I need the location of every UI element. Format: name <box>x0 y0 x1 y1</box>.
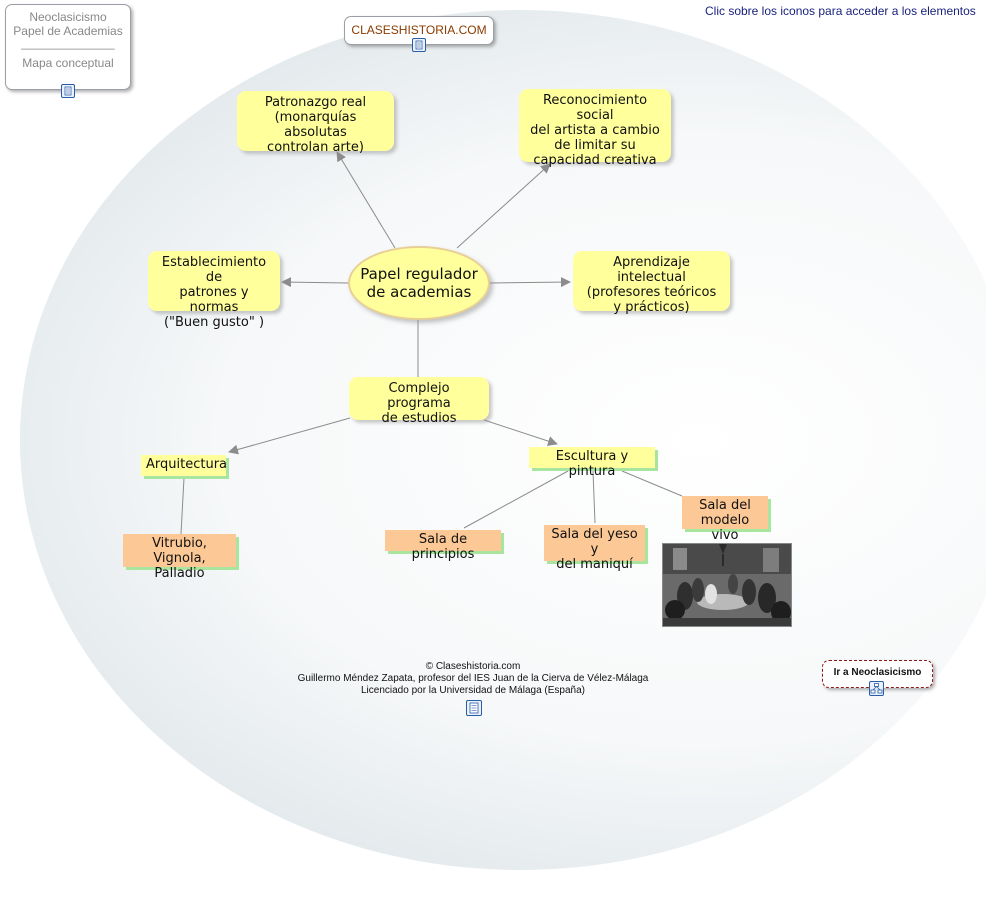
nav-neoclasicismo-label[interactable]: Ir a Neoclasicismo <box>833 667 922 678</box>
academy-engraving-image[interactable] <box>662 543 792 627</box>
concept-patronazgo-line3: controlan arte) <box>267 140 364 155</box>
concept-modelo: Sala del modelo vivo <box>682 496 768 543</box>
concept-establecimiento: Establecimiento de patrones y normas ("B… <box>148 251 280 330</box>
link-aprendizaje <box>489 277 571 288</box>
concept-modelo-line1: Sala del <box>699 498 751 513</box>
link-reconocimiento <box>456 163 551 249</box>
instruction-text: Clic sobre los iconos para acceder a los… <box>705 4 976 18</box>
concept-arquitectura: Arquitectura <box>141 455 228 476</box>
link-yeso <box>592 470 596 524</box>
concept-aprendizaje: Aprendizaje intelectual (profesores teór… <box>573 251 730 315</box>
concept-reconocimiento-line2: del artista a cambio <box>530 123 660 138</box>
concept-principios-label: Sala de principios <box>411 532 475 562</box>
link-modelo <box>621 470 683 497</box>
link-escultura <box>483 419 558 446</box>
concept-modelo-line2: modelo vivo <box>700 513 750 543</box>
concept-reconocimiento-line4: capacidad creativa <box>533 153 657 168</box>
concept-establecimiento-line1: Establecimiento de <box>161 255 267 285</box>
concept-aprendizaje-line2: (profesores teóricos <box>586 285 717 300</box>
concept-reconocimiento-line3: de limitar su <box>554 138 636 153</box>
concept-aprendizaje-line3: y prácticos) <box>613 300 690 315</box>
concept-map-icon[interactable] <box>869 681 884 696</box>
document-icon[interactable] <box>412 38 426 52</box>
concept-patronazgo-line2: (monarquías absolutas <box>274 110 357 140</box>
concept-principios: Sala de principios <box>385 530 501 562</box>
concept-arquitectura-label: Arquitectura <box>146 457 228 472</box>
document-icon[interactable] <box>466 700 482 716</box>
info-divider: ______________ <box>21 36 115 50</box>
concept-center-line1: Papel regulador <box>360 265 478 283</box>
concept-aprendizaje-line1: Aprendizaje intelectual <box>613 255 690 285</box>
concept-patronazgo: Patronazgo real (monarquías absolutas co… <box>237 91 394 155</box>
link-establecimiento <box>281 277 349 288</box>
concept-reconocimiento: Reconocimiento social del artista a camb… <box>519 89 671 168</box>
concept-center: Papel regulador de academias <box>348 246 490 320</box>
concept-complejo: Complejo programa de estudios <box>349 377 489 426</box>
concept-center-line2: de academias <box>366 283 472 301</box>
info-box: Neoclasicismo Papel de Academias _______… <box>5 4 131 90</box>
concept-complejo-line1: Complejo programa <box>387 381 451 411</box>
concept-yeso: Sala del yeso y del maniquí <box>544 525 645 572</box>
concept-vitrubio-line2: Palladio <box>154 566 205 581</box>
info-caption: Mapa conceptual <box>22 56 114 70</box>
concept-complejo-line2: de estudios <box>381 411 457 426</box>
concept-yeso-line2: del maniquí <box>556 557 633 572</box>
credits-copyright: © Claseshistoria.com <box>425 661 521 672</box>
concept-vitrubio-line1: Vitrubio, Vignola, <box>152 536 207 566</box>
concept-yeso-line1: Sala del yeso y <box>551 527 638 557</box>
info-subtitle: Papel de Academias <box>13 24 123 38</box>
info-title: Neoclasicismo <box>29 10 107 24</box>
credits-license: Licenciado por la Universidad de Málaga … <box>360 685 586 696</box>
concept-escultura-label: Escultura y pintura <box>555 449 629 479</box>
document-icon[interactable] <box>61 84 75 98</box>
concept-patronazgo-line1: Patronazgo real <box>264 95 367 110</box>
link-arquitectura <box>228 417 351 455</box>
concept-vitrubio: Vitrubio, Vignola, Palladio <box>123 534 236 581</box>
link-vitrubio <box>180 477 185 535</box>
concept-establecimiento-line2: patrones y normas <box>179 285 249 315</box>
credits-block: © Claseshistoria.com Guillermo Méndez Za… <box>263 661 683 697</box>
link-patronazgo <box>336 151 396 249</box>
link-principios <box>463 470 569 529</box>
concept-escultura: Escultura y pintura <box>529 447 655 479</box>
credits-author: Guillermo Méndez Zapata, profesor del IE… <box>297 673 649 684</box>
concept-reconocimiento-line1: Reconocimiento social <box>542 93 648 123</box>
site-link-label[interactable]: CLASESHISTORIA.COM <box>351 23 487 37</box>
background-ellipse <box>20 10 986 870</box>
concept-establecimiento-line3: ("Buen gusto" ) <box>163 315 265 330</box>
